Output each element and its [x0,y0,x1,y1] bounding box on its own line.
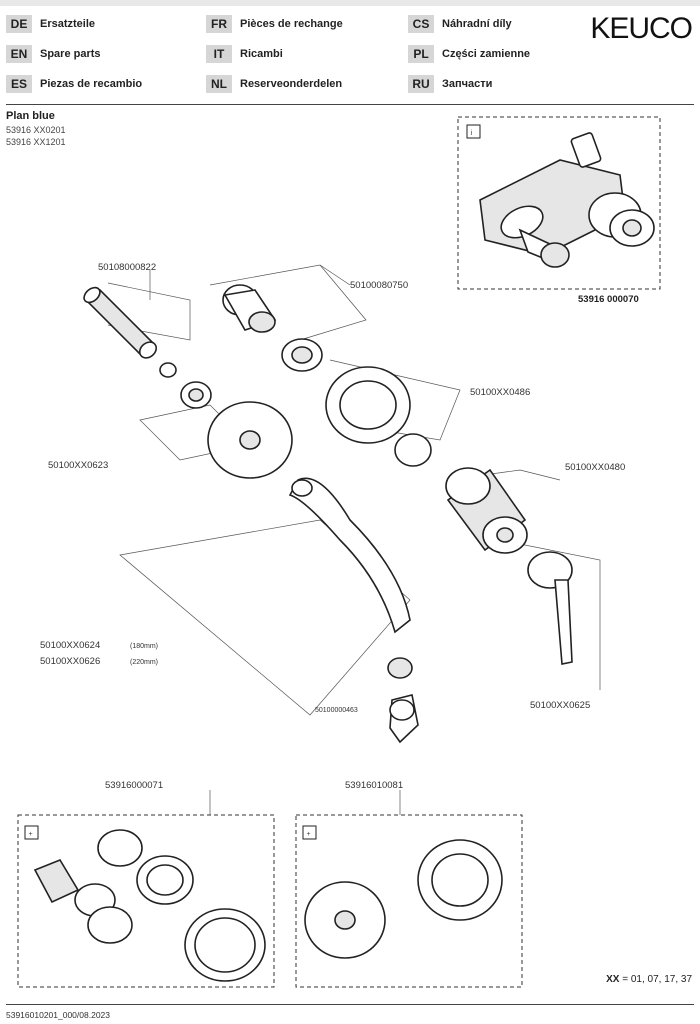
plus-badge-text-2: + [307,831,311,838]
brand-logo: KEUCO [590,12,693,45]
lang-code: PL [408,45,434,63]
kit1-label: 53916 000070 [578,294,639,305]
rosette-ring-part [325,366,432,467]
sleeve-part [445,467,528,554]
part1-label: 50108000822 [98,262,156,273]
lang-code: IT [206,45,232,63]
document-number: 53916010201_000/08.2023 [6,1010,110,1020]
concealed-body-box [457,116,661,290]
part3-label: 50100XX0486 [470,387,530,398]
concealed-body-part [479,132,655,268]
part9-label: 50100000463 [315,707,358,714]
lang-label: Piezas de recambio [40,78,143,90]
part4-label: 50100XX0623 [48,460,108,471]
lang-label: Ersatzteile [40,18,96,30]
finish-values: = 01, 07, 17, 37 [622,974,692,985]
lang-code: EN [6,45,32,63]
lang-it: IT Ricambi [206,44,283,64]
finish-codes: XX = 01, 07, 17, 37 [606,974,692,985]
lang-code: CS [408,15,434,33]
kit2-parts [33,829,266,982]
lang-code: ES [6,75,32,93]
part6-note: (180mm) [130,643,158,650]
product-code-1: 53916 XX0201 [6,125,66,135]
part7-note: (220mm) [130,659,158,666]
header-divider [6,104,694,105]
part5-label: 50100XX0480 [565,462,625,473]
lang-ru: RU Запчасти [408,74,492,94]
lang-label: Pièces de rechange [240,18,343,30]
product-title: Plan blue [6,110,55,122]
lever-part [527,551,573,665]
kit2-label: 53916000071 [105,780,163,791]
lang-en: EN Spare parts [6,44,101,64]
lang-code: FR [206,15,232,33]
kit3-box [295,814,523,988]
lang-label: Ricambi [240,48,283,60]
kit3-parts [304,839,503,959]
lang-label: Náhradní díly [442,18,512,30]
valve-cartridge-part [222,284,323,372]
language-header: DE Ersatzteile EN Spare parts ES Piezas … [6,14,586,98]
plus-badge-text: + [29,831,33,838]
spout-part [288,477,411,634]
kit3-label: 53916010081 [345,780,403,791]
lang-nl: NL Reserveonderdelen [206,74,342,94]
cover-plate-part [207,401,293,479]
lang-code: NL [206,75,232,93]
lang-fr: FR Pièces de rechange [206,14,343,34]
lang-pl: PL Części zamienne [408,44,530,64]
nut-part [180,381,212,409]
lang-code: RU [408,75,434,93]
lang-de: DE Ersatzteile [6,14,95,34]
plus-badge [24,825,39,840]
kit2-box [17,814,275,988]
part7-label: 50100XX0626 [40,656,100,667]
lang-label: Spare parts [40,48,101,60]
lang-label: Reserveonderdelen [240,78,343,90]
product-code-2: 53916 XX1201 [6,137,66,147]
lang-cs: CS Náhradní díly [408,14,512,34]
info-badge [466,124,481,139]
lang-es: ES Piezas de recambio [6,74,142,94]
cartridge-part [83,286,177,378]
finish-prefix: XX [606,974,620,985]
top-bar [0,0,700,6]
plus-badge-2 [302,825,317,840]
lang-label: Części zamienne [442,48,531,60]
footer-divider [6,1004,694,1005]
part2-label: 50100080750 [350,280,408,291]
aerator-part [387,657,419,744]
lang-code: DE [6,15,32,33]
part6-label: 50100XX0624 [40,640,100,651]
part8-label: 50100XX0625 [530,700,590,711]
lang-label: Запчасти [442,78,493,90]
info-badge-text: i [471,130,473,137]
